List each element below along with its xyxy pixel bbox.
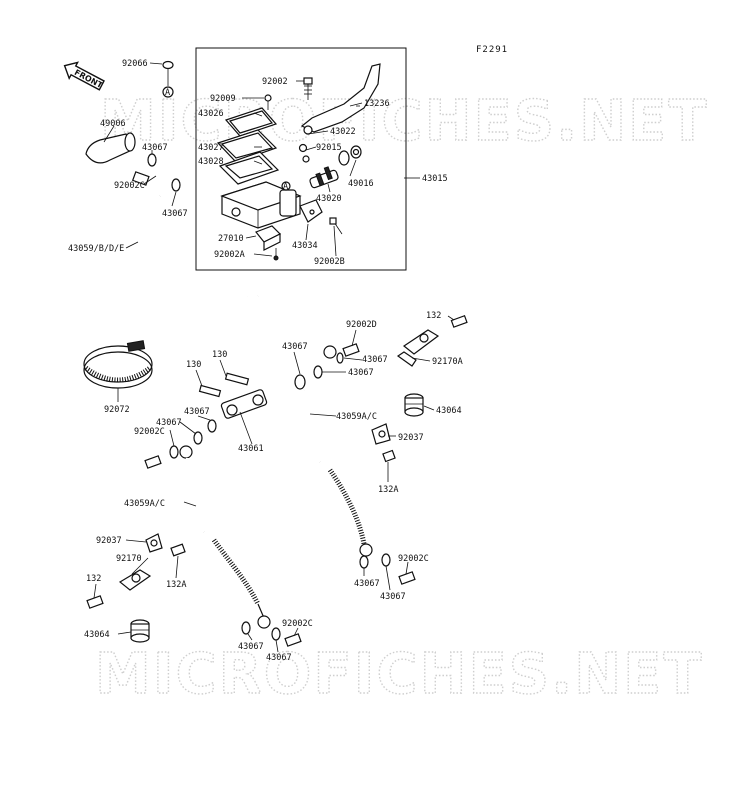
figure-code: F2291 <box>476 45 508 55</box>
label-49016: 49016 <box>348 179 374 189</box>
part-92066: A <box>149 60 174 98</box>
assembly-box-43015 <box>195 47 407 271</box>
part-left-bracket-group <box>86 533 186 643</box>
part-labels: 92066 92002 92009 13236 43026 43022 4302… <box>68 59 463 663</box>
label-43026: 43026 <box>198 109 224 119</box>
label-92009: 92009 <box>210 94 236 104</box>
label-43064-top: 43064 <box>436 406 462 416</box>
label-92002a: 92002A <box>214 250 245 260</box>
label-43015: 43015 <box>422 174 448 184</box>
label-92002c-d: 92002C <box>282 619 313 629</box>
label-92002c-b: 92002C <box>134 427 165 437</box>
part-43034-clamp <box>299 199 343 235</box>
label-43067-d: 43067 <box>282 342 308 352</box>
label-43067-k: 43067 <box>266 653 292 663</box>
front-arrow-icon: FRONT <box>63 61 105 91</box>
master-cylinder-body: A <box>220 181 302 229</box>
label-92015: 92015 <box>316 143 342 153</box>
part-49006-banjo <box>85 132 181 192</box>
label-92002-top: 92002 <box>262 77 288 87</box>
part-92002c-left <box>144 445 193 469</box>
label-49006: 49006 <box>100 119 126 129</box>
part-132-92170a-43064 <box>396 315 468 417</box>
label-43067-i: 43067 <box>380 592 406 602</box>
part-92072-band <box>83 340 153 389</box>
label-43034: 43034 <box>292 241 318 251</box>
label-43059bde: 43059/B/D/E <box>68 244 124 254</box>
ref-mark-a-2: A <box>283 182 288 192</box>
label-92002c-a: 92002C <box>114 181 145 191</box>
part-92037-right <box>371 423 396 463</box>
leader-lines <box>93 80 455 653</box>
label-92037-b: 92037 <box>96 536 122 546</box>
label-132a-b: 132A <box>166 580 186 590</box>
label-27010: 27010 <box>218 234 244 244</box>
part-27010-switch <box>255 225 282 261</box>
label-92170: 92170 <box>116 554 142 564</box>
front-arrow-label: FRONT <box>73 68 105 91</box>
label-130-b: 130 <box>212 350 227 360</box>
label-43067-h: 43067 <box>354 579 380 589</box>
label-43067-e: 43067 <box>348 368 374 378</box>
label-43059ac-b: 43059A/C <box>124 499 165 509</box>
label-132-b: 132 <box>86 574 101 584</box>
reservoir-stack <box>216 94 280 185</box>
part-13236-lever <box>300 63 381 135</box>
label-92002c-c: 92002C <box>398 554 429 564</box>
watermark-top: MICROFICHES.NET <box>100 89 709 154</box>
label-43067-g: 43067 <box>156 418 182 428</box>
label-132a-a: 132A <box>378 485 398 495</box>
label-43020: 43020 <box>316 194 342 204</box>
label-43067-f: 43067 <box>184 407 210 417</box>
label-92170a: 92170A <box>432 357 463 367</box>
hose-43059ac-right <box>301 389 416 585</box>
label-43067-c: 43067 <box>362 355 388 365</box>
label-43067-j: 43067 <box>238 642 264 652</box>
label-43067-a: 43067 <box>142 143 168 153</box>
part-92002d-bolt <box>294 343 360 390</box>
part-43061-joint <box>193 372 268 445</box>
label-43059ac-a: 43059A/C <box>336 412 377 422</box>
label-130-a: 130 <box>186 360 201 370</box>
label-43027: 43027 <box>198 143 224 153</box>
ref-mark-a-1: A <box>165 88 170 98</box>
label-13236: 13236 <box>364 99 390 109</box>
label-92002b: 92002B <box>314 257 345 267</box>
part-43020-piston <box>309 145 362 189</box>
label-43061: 43061 <box>238 444 264 454</box>
hose-43059bde <box>130 194 337 359</box>
label-43028: 43028 <box>198 157 224 167</box>
label-43022: 43022 <box>330 127 356 137</box>
label-43067-b: 43067 <box>162 209 188 219</box>
label-132-top: 132 <box>426 311 441 321</box>
label-43064-b: 43064 <box>84 630 110 640</box>
label-92037-a: 92037 <box>398 433 424 443</box>
label-92072: 92072 <box>104 405 130 415</box>
label-92066: 92066 <box>122 59 148 69</box>
part-43022-92015 <box>298 143 310 163</box>
watermark-bottom: MICROFICHES.NET <box>95 642 704 707</box>
hose-43059ac-left <box>185 457 302 647</box>
label-92002d: 92002D <box>346 320 377 330</box>
